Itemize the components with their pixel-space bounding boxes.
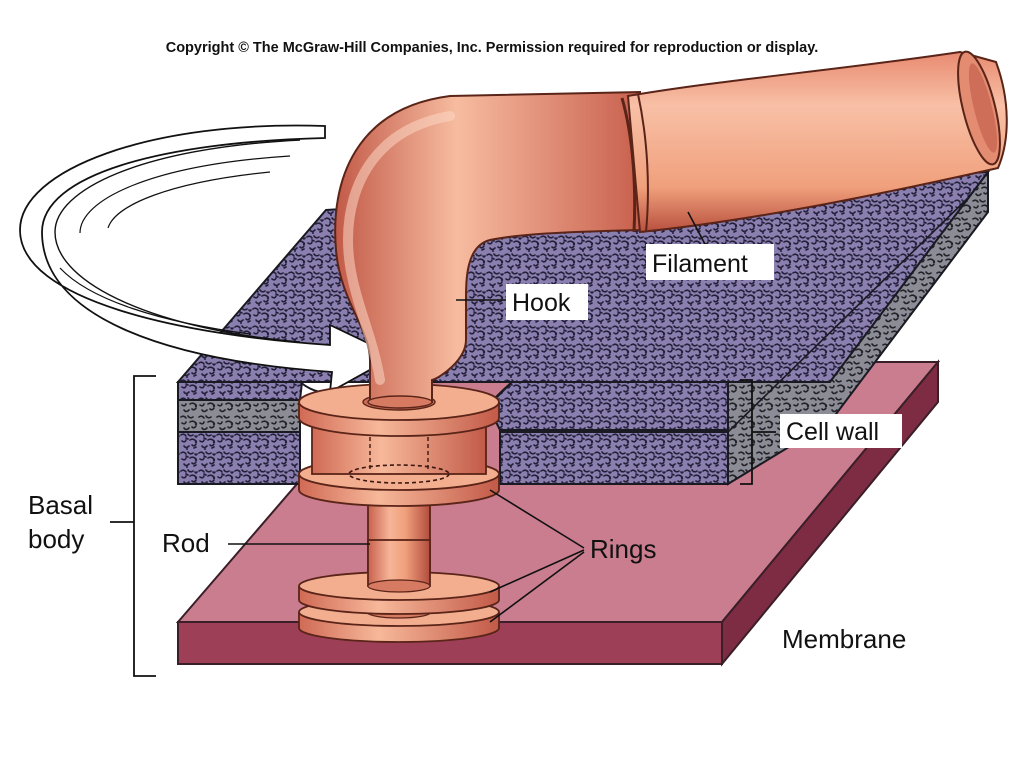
- cell-wall-label: Cell wall: [786, 418, 879, 446]
- filament-label: Filament: [652, 250, 748, 278]
- cell-wall-label-box: [780, 414, 902, 448]
- lower-rings: [298, 539, 500, 643]
- filament: [620, 50, 1008, 234]
- hook-label-box: [506, 284, 588, 320]
- copyright-notice: Copyright © The McGraw-Hill Companies, I…: [166, 40, 819, 56]
- basal-body-label-line2: body: [28, 524, 84, 554]
- basal-body-label-line1: Basal: [28, 490, 93, 520]
- basal-body-bracket: [110, 375, 156, 677]
- rod-label: Rod: [162, 528, 210, 558]
- hook: [334, 90, 641, 403]
- cell-wall-bracket: [740, 379, 776, 485]
- hook-label: Hook: [512, 289, 571, 317]
- rings-label: Rings: [590, 534, 656, 564]
- filament-label-box: [646, 244, 774, 280]
- rings-pointers: [489, 489, 585, 623]
- upper-rings: [298, 383, 500, 507]
- membrane-label: Membrane: [782, 624, 906, 654]
